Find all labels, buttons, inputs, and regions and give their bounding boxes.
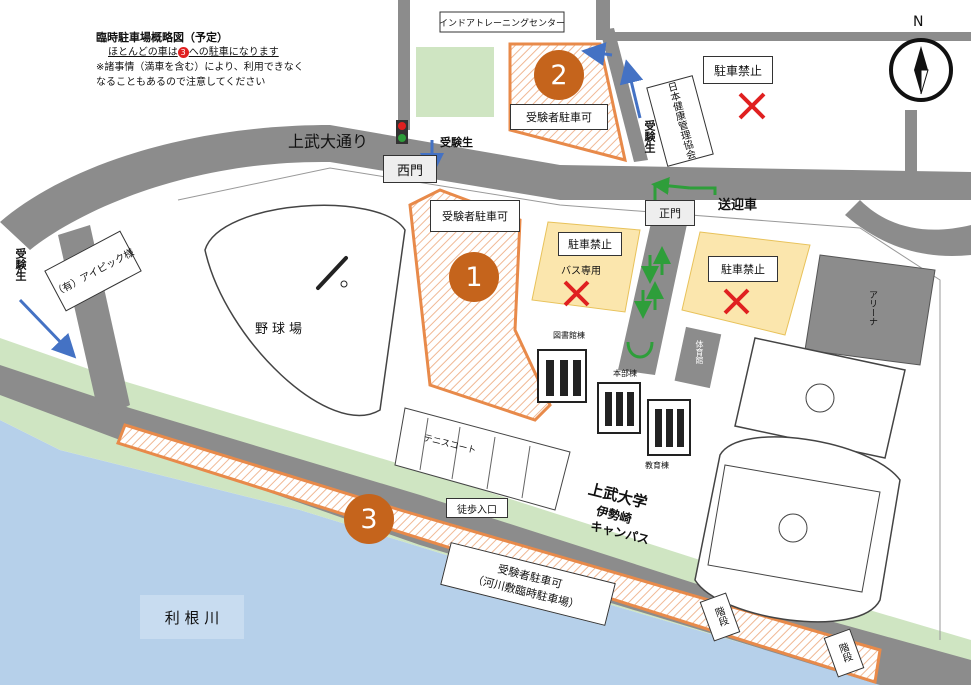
campus-boundary — [177, 167, 941, 640]
river-label: 利 根 川 — [140, 595, 244, 639]
arrow-p2-up — [619, 59, 644, 119]
tennis-courts — [394, 407, 571, 511]
arrow-left-road — [18, 298, 77, 359]
ball-icon — [340, 280, 348, 288]
soccer-field-top — [734, 337, 906, 459]
pickup-label: 送迎車 — [718, 198, 758, 213]
arrow-uturn — [626, 341, 654, 359]
arena-block — [804, 254, 936, 366]
top-road-left — [398, 0, 410, 130]
no-parking-label-top: 駐車禁止 — [703, 56, 773, 84]
baseball-field — [204, 204, 406, 417]
parking-2-label: 受験者駐車可 — [510, 104, 608, 130]
walk-entrance: 徒歩入口 — [446, 498, 508, 518]
gym-block — [674, 326, 722, 389]
no-parking-label-right: 駐車禁止 — [708, 256, 778, 282]
no-parking-zone-right — [681, 231, 811, 336]
north-label: N — [913, 14, 924, 30]
no-parking-cross-1 — [563, 280, 590, 307]
library-building-icon — [537, 349, 587, 403]
arrow-pickup — [655, 185, 717, 200]
no-parking-cross-2 — [723, 288, 750, 315]
baseball-label: 野球場 — [255, 322, 307, 337]
main-gate: 正門 — [645, 200, 695, 226]
indoor-training-label: インドアトレーニングセンター — [439, 18, 566, 29]
top-road-horiz — [604, 32, 971, 41]
note-line-3: なることもあるので注意してください — [96, 77, 266, 88]
parking-2-number: 2 — [534, 50, 584, 100]
east-road — [845, 200, 971, 256]
arena-label: アリーナ — [867, 290, 877, 326]
top-road-diag — [600, 28, 648, 162]
students-label-left: 受験生 — [14, 248, 27, 281]
arrow-p2-left — [581, 42, 613, 66]
no-parking-label-left: 駐車禁止 — [558, 232, 622, 256]
library-label: 図書館棟 — [553, 331, 585, 340]
track-field — [707, 464, 881, 593]
main-street-label: 上武大通り — [288, 132, 369, 151]
main-building-icon — [597, 382, 641, 434]
main-building-label: 本部棟 — [613, 369, 637, 378]
main-street-road — [0, 125, 971, 250]
parking-3-number: 3 — [344, 494, 394, 544]
education-building-icon — [647, 399, 691, 456]
map-title: 臨時駐車場概略図（予定） — [96, 31, 228, 44]
parking-1-area — [408, 188, 552, 422]
parking-1-number: 1 — [449, 252, 499, 302]
parking-1-label: 受験者駐車可 — [430, 200, 520, 232]
students-label-west: 受験生 — [440, 136, 473, 149]
bat-icon — [316, 256, 348, 290]
top-field — [416, 47, 494, 117]
no-parking-cross-3 — [738, 92, 766, 120]
top-road-right — [905, 110, 917, 175]
students-label-top: 受験生 — [643, 120, 656, 153]
west-gate: 西門 — [383, 155, 437, 183]
gym-label: 体育館 — [695, 340, 704, 364]
note-line-2: ※諸事情（満車を含む）により、利用できなく — [96, 62, 304, 73]
indoor-training-box — [439, 11, 565, 33]
education-building-label: 教育棟 — [645, 461, 669, 470]
bus-only-label: バス専用 — [561, 266, 601, 277]
